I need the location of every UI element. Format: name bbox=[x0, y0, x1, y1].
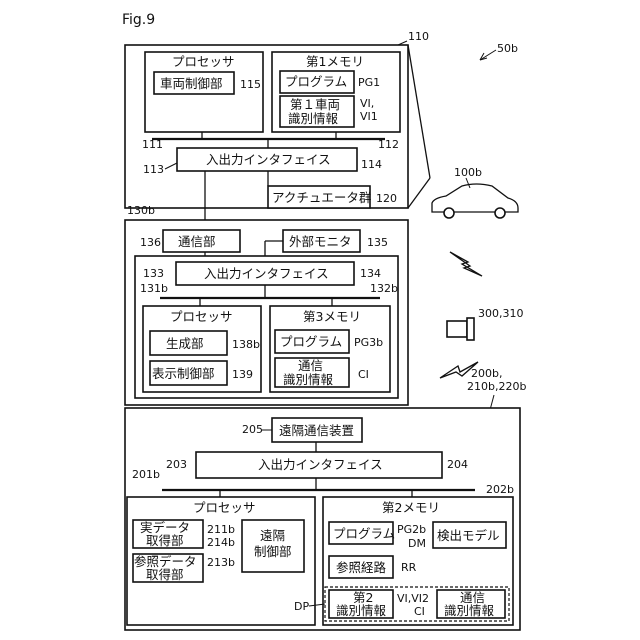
ref-131b: 131b bbox=[140, 282, 168, 295]
ref-201b: 201b bbox=[132, 468, 160, 481]
external-monitor-label: 外部モニタ bbox=[289, 234, 352, 249]
actual-data-line2: 取得部 bbox=[146, 533, 184, 548]
ref-vi-vi1-line2: VI1 bbox=[360, 110, 378, 123]
ref-205: 205 bbox=[242, 423, 263, 436]
ref-vi-vi2: VI,VI2 bbox=[397, 592, 429, 605]
generation-unit-label: 生成部 bbox=[166, 336, 204, 351]
ref-115: 115 bbox=[240, 78, 261, 91]
ref-server-line2: 210b,220b bbox=[467, 380, 526, 393]
processor-3-label: プロセッサ bbox=[170, 309, 233, 324]
ref-203: 203 bbox=[166, 458, 187, 471]
figure-title: Fig.9 bbox=[122, 12, 155, 28]
io-interface-2-label: 入出力インタフェイス bbox=[258, 457, 383, 472]
vehicle-1-id-line2: 識別情報 bbox=[288, 111, 339, 126]
processor-1-label: プロセッサ bbox=[172, 54, 235, 69]
actuators-label: アクチュエータ群 bbox=[272, 190, 372, 205]
ref-dp: DP bbox=[294, 600, 309, 613]
ref-134: 134 bbox=[360, 267, 381, 280]
reference-route-label: 参照経路 bbox=[336, 560, 387, 575]
program-1-label: プログラム bbox=[285, 74, 347, 89]
car-icon bbox=[432, 184, 518, 218]
memory-3-label: 第3メモリ bbox=[303, 309, 361, 324]
ref-138b: 138b bbox=[232, 338, 260, 351]
wireless-signal-icon bbox=[440, 252, 482, 378]
vehicle-control-unit-label: 車両制御部 bbox=[160, 76, 223, 91]
program-3-label: プログラム bbox=[280, 334, 342, 349]
memory-1-label: 第1メモリ bbox=[306, 54, 364, 69]
ref-132b: 132b bbox=[370, 282, 398, 295]
processor-2-label: プロセッサ bbox=[193, 500, 256, 515]
ref-100b: 100b bbox=[454, 166, 482, 179]
ref-server-line1: 200b, bbox=[471, 367, 502, 380]
vehicle-1-id-line1: 第１車両 bbox=[290, 97, 340, 112]
ref-rr: RR bbox=[401, 561, 417, 574]
remote-control-line1: 遠隔 bbox=[260, 528, 285, 543]
ref-135: 135 bbox=[367, 236, 388, 249]
ref-202b: 202b bbox=[486, 483, 514, 496]
ref-214b: 214b bbox=[207, 536, 235, 549]
second-id-line2: 識別情報 bbox=[336, 603, 387, 618]
remote-control-line2: 制御部 bbox=[254, 544, 292, 559]
ref-130b: 130b bbox=[127, 204, 155, 217]
ref-136: 136 bbox=[140, 236, 161, 249]
comm-id-2-line2: 識別情報 bbox=[444, 603, 495, 618]
ref-133: 133 bbox=[143, 267, 164, 280]
ref-211b: 211b bbox=[207, 523, 235, 536]
ref-pg2b: PG2b bbox=[397, 523, 426, 536]
memory-2-label: 第2メモリ bbox=[382, 500, 440, 515]
camera-icon bbox=[447, 318, 474, 340]
program-2-label: プログラム bbox=[333, 526, 395, 541]
comm-id-3-line2: 識別情報 bbox=[283, 372, 334, 387]
ref-139: 139 bbox=[232, 368, 253, 381]
io-interface-3-label: 入出力インタフェイス bbox=[204, 266, 329, 281]
ref-ci-3: CI bbox=[358, 368, 369, 381]
ref-114: 114 bbox=[361, 158, 382, 171]
ref-120: 120 bbox=[376, 192, 397, 205]
ref-50b: 50b bbox=[497, 42, 518, 55]
ref-vi-vi1-line1: VI, bbox=[360, 97, 374, 110]
comm-unit-label: 通信部 bbox=[178, 234, 216, 249]
ref-300-310: 300,310 bbox=[478, 307, 524, 320]
ref-113: 113 bbox=[143, 163, 164, 176]
remote-comm-device-label: 遠隔通信装置 bbox=[279, 423, 354, 438]
io-interface-1-label: 入出力インタフェイス bbox=[206, 152, 331, 167]
ref-213b: 213b bbox=[207, 556, 235, 569]
comm-id-3-line1: 通信 bbox=[298, 358, 323, 373]
ref-pg3b: PG3b bbox=[354, 336, 383, 349]
reference-data-line2: 取得部 bbox=[146, 567, 184, 582]
ref-dm: DM bbox=[408, 537, 426, 550]
ref-ci-2: CI bbox=[414, 605, 425, 618]
ref-110: 110 bbox=[408, 30, 429, 43]
detection-model-label: 検出モデル bbox=[437, 528, 500, 543]
display-control-unit-label: 表示制御部 bbox=[152, 366, 215, 381]
ref-204: 204 bbox=[447, 458, 468, 471]
ref-pg1: PG1 bbox=[358, 76, 380, 89]
